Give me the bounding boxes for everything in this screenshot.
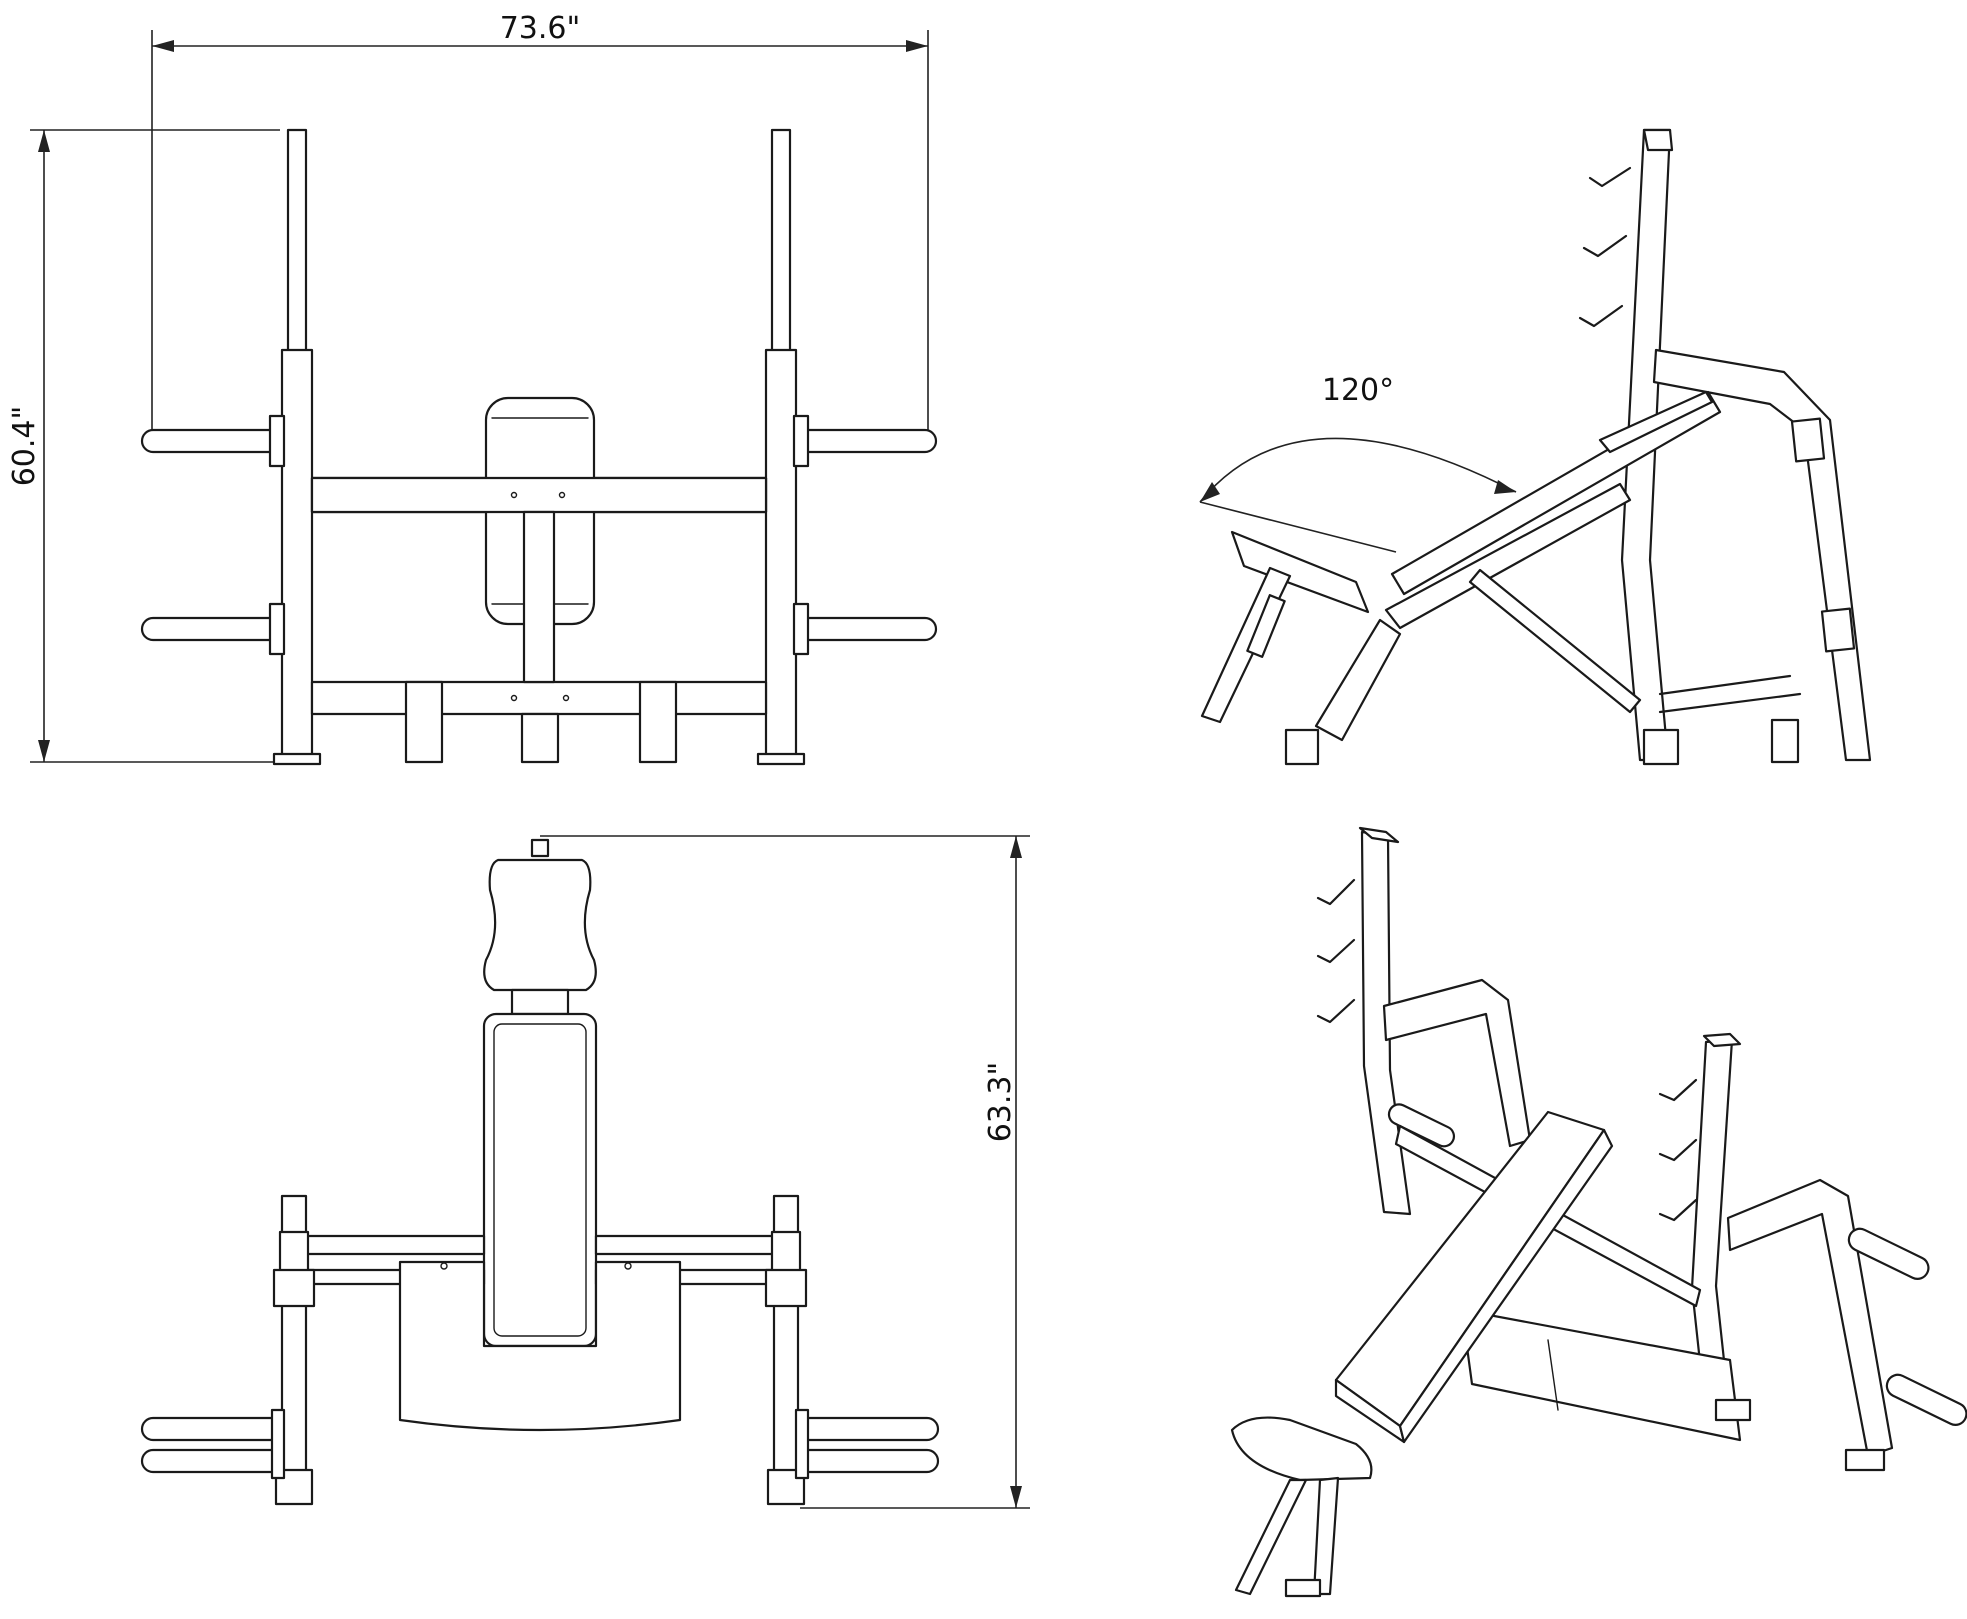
angle-label: 120° [1322,373,1394,408]
height-dimension: 60.4" [7,129,280,763]
width-dimension: 73.6" [151,11,929,430]
front-view: 73.6" 60.4" [7,11,938,766]
side-view: 120° [1199,128,1872,766]
top-view: 63.3" [140,835,1030,1509]
isometric-view [1230,826,1967,1598]
length-label: 63.3" [983,1062,1018,1143]
width-label: 73.6" [500,11,581,46]
length-dimension: 63.3" [540,835,1030,1509]
angle-dimension: 120° [1199,373,1517,553]
height-label: 60.4" [7,406,42,487]
